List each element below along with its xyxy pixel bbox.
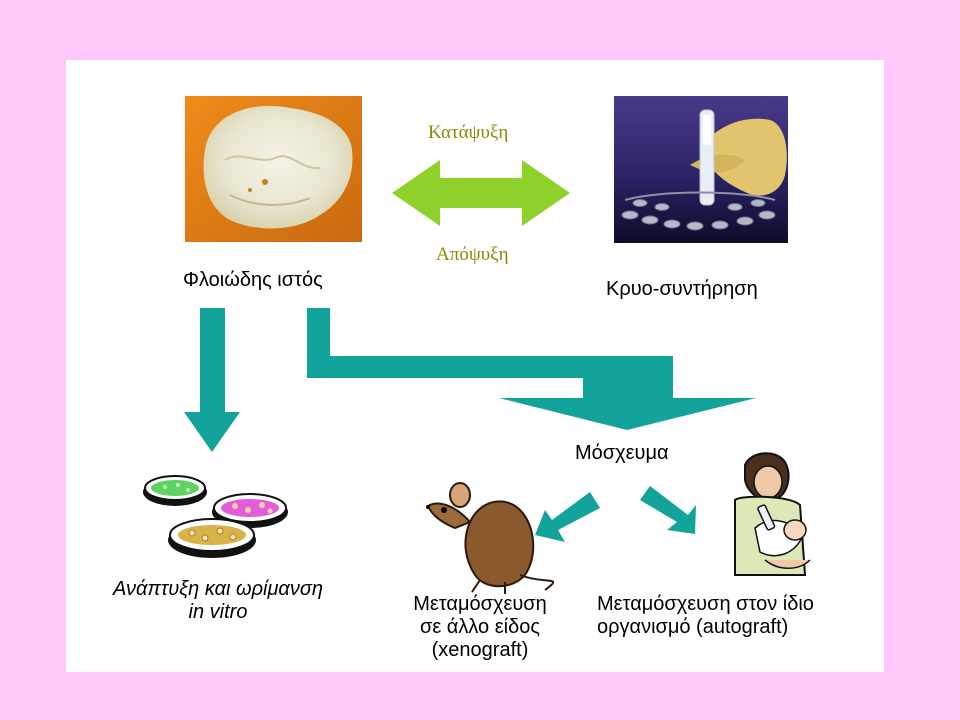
invitro-line2: in vitro — [188, 601, 248, 623]
invitro-label: Ανάπτυξη και ωρίμανση in vitro — [88, 578, 348, 624]
graft-label: Μόσχευμα — [575, 442, 669, 464]
xeno-line2: σε άλλο είδος — [419, 616, 540, 638]
thaw-label: Απόψυξη — [436, 244, 509, 265]
auto-line2: οργανισμό (autograft) — [597, 616, 789, 638]
arrow-to-graft — [307, 308, 756, 430]
arrow-to-invitro — [184, 308, 240, 452]
arrow-to-autograft — [640, 486, 696, 534]
cryo-label: Κρυο-συντήρηση — [606, 278, 758, 300]
autograft-label: Μεταμόσχευση στον ίδιο οργανισμό (autogr… — [597, 593, 814, 639]
invitro-line1: Ανάπτυξη και ωρίμανση — [112, 578, 324, 600]
tissue-label: Φλοιώδης ιστός — [183, 269, 323, 291]
petri-dishes-icon — [143, 475, 288, 558]
cryo-photo — [614, 96, 788, 243]
auto-line1: Μεταμόσχευση στον ίδιο — [597, 593, 814, 615]
freeze-thaw-double-arrow — [392, 160, 570, 226]
mouse-icon — [426, 482, 554, 594]
freeze-label: Κατάψυξη — [428, 122, 509, 143]
mother-baby-icon — [734, 452, 811, 576]
arrow-to-xenograft — [535, 492, 600, 542]
tissue-photo — [185, 96, 362, 242]
xenograft-label: Μεταμόσχευση σε άλλο είδος (xenograft) — [380, 593, 580, 662]
xeno-line3: (xenograft) — [431, 639, 529, 661]
xeno-line1: Μεταμόσχευση — [413, 593, 547, 615]
